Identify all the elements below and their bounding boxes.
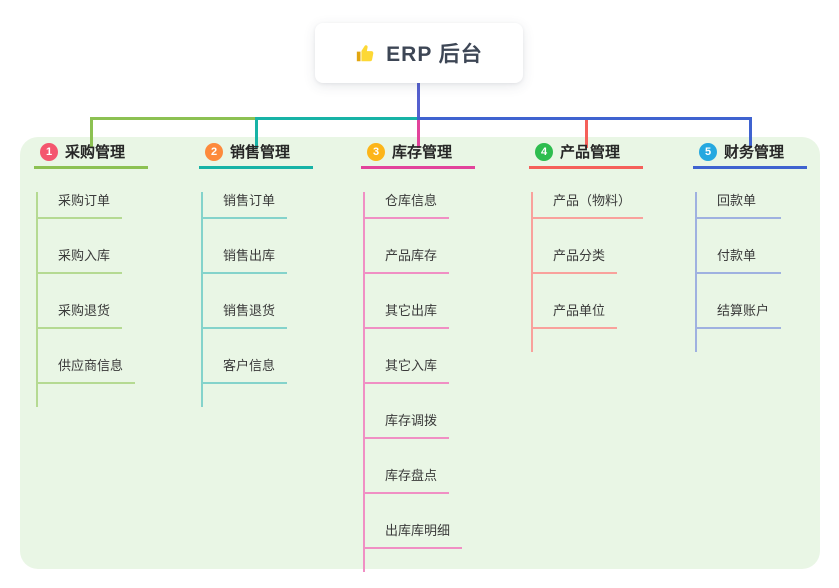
branch-5-column: 5 财务管理回款单付款单结算账户 (693, 142, 807, 352)
branch-4-number-badge: 4 (535, 142, 553, 161)
connector-branch-4-drop (584, 120, 588, 148)
branch-4-column: 4 产品管理产品（物料） 产品分类产品单位 (529, 142, 644, 352)
branch-3-child-node[interactable]: 库存盘点 (363, 467, 450, 494)
branch-2-node[interactable]: 2 销售管理 (199, 142, 313, 169)
branch-3-number-badge: 3 (367, 142, 385, 161)
branch-2-children-line (201, 192, 203, 407)
branch-1-number-badge: 1 (40, 142, 58, 161)
branch-2-label: 销售管理 (230, 144, 291, 161)
branch-4-child-node[interactable]: 产品（物料） (531, 192, 644, 219)
branch-5-node[interactable]: 5 财务管理 (693, 142, 807, 169)
branches-panel (20, 137, 820, 569)
branch-3-child-node[interactable]: 仓库信息 (363, 192, 450, 219)
root-node[interactable]: ERP 后台 (315, 23, 523, 83)
branch-4-children: 产品（物料） 产品分类产品单位 (531, 192, 644, 352)
branch-1-children-line (36, 192, 38, 407)
branch-2-column: 2 销售管理销售订单销售出库销售退货客户信息 (199, 142, 313, 407)
branch-4-label: 产品管理 (560, 144, 621, 161)
branch-5-child-node[interactable]: 回款单 (695, 192, 781, 219)
branch-2-child-node[interactable]: 客户信息 (201, 357, 288, 384)
branch-2-number-badge: 2 (205, 142, 223, 161)
connector-branch-1-h (89, 117, 418, 120)
connector-branch-1-drop (89, 117, 93, 148)
branch-1-node[interactable]: 1 采购管理 (34, 142, 148, 169)
branch-3-label: 库存管理 (392, 144, 453, 161)
branch-3-child-node[interactable]: 出库库明细 (363, 522, 463, 549)
branch-4-child-node[interactable]: 产品单位 (531, 302, 618, 329)
branch-2-child-node[interactable]: 销售订单 (201, 192, 288, 219)
branch-5-label: 财务管理 (724, 144, 785, 161)
branch-2-child-node[interactable]: 销售出库 (201, 247, 288, 274)
branch-4-node[interactable]: 4 产品管理 (529, 142, 643, 169)
branch-4-child-node[interactable]: 产品分类 (531, 247, 618, 274)
thumbs-up-icon (355, 42, 377, 64)
branch-1-label: 采购管理 (65, 144, 126, 161)
branch-5-number-badge: 5 (699, 142, 717, 161)
connector-branch-5-h (416, 117, 752, 120)
branch-1-column: 1 采购管理采购订单采购入库采购退货供应商信息 (34, 142, 148, 407)
branch-3-children: 仓库信息产品库存其它出库其它入库库存调拨库存盘点出库库明细 (363, 192, 475, 572)
connector-branch-2-drop (254, 117, 258, 148)
branch-2-child-node[interactable]: 销售退货 (201, 302, 288, 329)
branch-5-children: 回款单付款单结算账户 (695, 192, 807, 352)
branch-5-child-node[interactable]: 结算账户 (695, 302, 782, 329)
branch-3-child-node[interactable]: 其它出库 (363, 302, 450, 329)
branch-5-child-node[interactable]: 付款单 (695, 247, 781, 274)
branch-1-children: 采购订单采购入库采购退货供应商信息 (36, 192, 148, 407)
branch-2-children: 销售订单销售出库销售退货客户信息 (201, 192, 313, 407)
connector-branch-5-drop (748, 117, 752, 148)
root-node-label: ERP 后台 (386, 43, 483, 66)
branch-3-node[interactable]: 3 库存管理 (361, 142, 475, 169)
branch-1-child-node[interactable]: 采购订单 (36, 192, 123, 219)
branch-1-child-node[interactable]: 采购退货 (36, 302, 123, 329)
branch-3-child-node[interactable]: 其它入库 (363, 357, 450, 384)
branch-1-child-node[interactable]: 采购入库 (36, 247, 123, 274)
branch-1-child-node[interactable]: 供应商信息 (36, 357, 136, 384)
branch-3-child-node[interactable]: 产品库存 (363, 247, 450, 274)
branch-3-child-node[interactable]: 库存调拨 (363, 412, 450, 439)
connector-branch-2-h (254, 117, 418, 120)
connector-root-stem (416, 83, 420, 120)
connector-branch-3-drop (416, 120, 420, 148)
branch-3-column: 3 库存管理仓库信息产品库存其它出库其它入库库存调拨库存盘点出库库明细 (361, 142, 475, 572)
